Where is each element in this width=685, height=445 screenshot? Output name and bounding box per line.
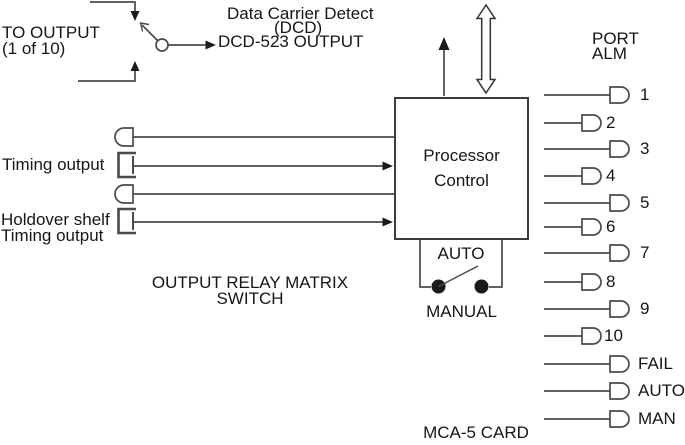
to-output-label: TO OUTPUT <box>2 23 100 42</box>
port-alm-label-7: 7 <box>640 243 650 262</box>
led-indicator-icon <box>609 194 630 212</box>
port-alm-label-5: 5 <box>640 193 650 212</box>
led-indicator-icon <box>581 327 602 345</box>
timing-output-label: Timing output <box>2 155 105 174</box>
led-indicator-icon <box>609 244 630 262</box>
dcd-label-line2: (DCD) <box>274 18 323 37</box>
jack-connector-icon <box>117 207 136 235</box>
port-alm-label-auto: AUTO <box>638 381 685 400</box>
matrix-label-line1: OUTPUT RELAY MATRIX <box>151 273 349 292</box>
dcd-label-line1: Data Carrier Detect <box>227 4 374 23</box>
manual-label: MANUAL <box>426 302 497 321</box>
switch-lever <box>141 24 159 42</box>
wire <box>78 71 136 82</box>
port-alm-label-6: 6 <box>606 217 616 236</box>
led-indicator-icon <box>609 86 630 104</box>
processor-label-line1: Processor <box>423 146 500 165</box>
auto-label: AUTO <box>437 244 485 263</box>
port-alm-label-9: 9 <box>640 299 650 318</box>
round-connector-icon <box>114 127 134 147</box>
matrix-label-line2: SWITCH <box>216 289 284 308</box>
port-alarm-rows <box>544 86 630 428</box>
led-indicator-icon <box>581 218 602 236</box>
holdover-label-line2: Timing output <box>1 226 104 245</box>
jack-connector-icon <box>117 151 136 179</box>
right-arrowhead-icon <box>205 40 216 50</box>
led-indicator-icon <box>609 300 630 318</box>
switch-contact-circle <box>155 38 169 52</box>
holdover-label-line1: Holdover shelf <box>1 210 110 229</box>
led-indicator-icon <box>609 382 630 400</box>
port-alm-header-line1: PORT <box>592 29 639 48</box>
card-label: MCA-5 CARD <box>423 423 529 442</box>
port-alm-header-line2: ALM <box>592 44 627 63</box>
port-alm-label-10: 10 <box>604 326 623 345</box>
wire <box>489 240 503 288</box>
switch-lever <box>438 265 479 288</box>
one-of-ten-label: (1 of 10) <box>2 39 66 58</box>
port-alm-label-fail: FAIL <box>638 354 673 373</box>
port-alm-label-8: 8 <box>606 272 616 291</box>
up-arrowhead-icon <box>438 37 450 50</box>
processor-control-box <box>394 97 529 240</box>
output-selector-switch <box>78 1 216 82</box>
input-rows <box>114 127 394 235</box>
right-arrowhead-icon <box>382 161 393 171</box>
port-alm-label-2: 2 <box>606 113 616 132</box>
led-indicator-icon <box>581 273 602 291</box>
wire <box>419 240 431 288</box>
double-arrow-icon <box>475 3 497 95</box>
switch-contact-dot <box>474 279 489 294</box>
led-indicator-icon <box>581 114 602 132</box>
dcd-output-label: DCD-523 OUTPUT <box>218 32 364 51</box>
processor-io-arrows <box>438 3 497 96</box>
round-connector-icon <box>114 184 134 204</box>
auto-manual-switch <box>419 240 503 294</box>
right-arrowhead-icon <box>382 217 393 227</box>
port-alm-label-3: 3 <box>640 139 650 158</box>
led-indicator-icon <box>581 167 602 185</box>
port-alm-label-4: 4 <box>606 166 616 185</box>
wire <box>90 1 136 11</box>
open-arrowhead-icon <box>139 22 150 32</box>
port-alm-label-man: MAN <box>638 409 676 428</box>
processor-label-line2: Control <box>434 171 489 190</box>
up-arrowhead-icon <box>130 61 140 71</box>
down-arrowhead-icon <box>130 11 140 21</box>
led-indicator-icon <box>609 140 630 158</box>
port-alm-label-1: 1 <box>640 85 650 104</box>
led-indicator-icon <box>609 410 630 428</box>
led-indicator-icon <box>609 355 630 373</box>
